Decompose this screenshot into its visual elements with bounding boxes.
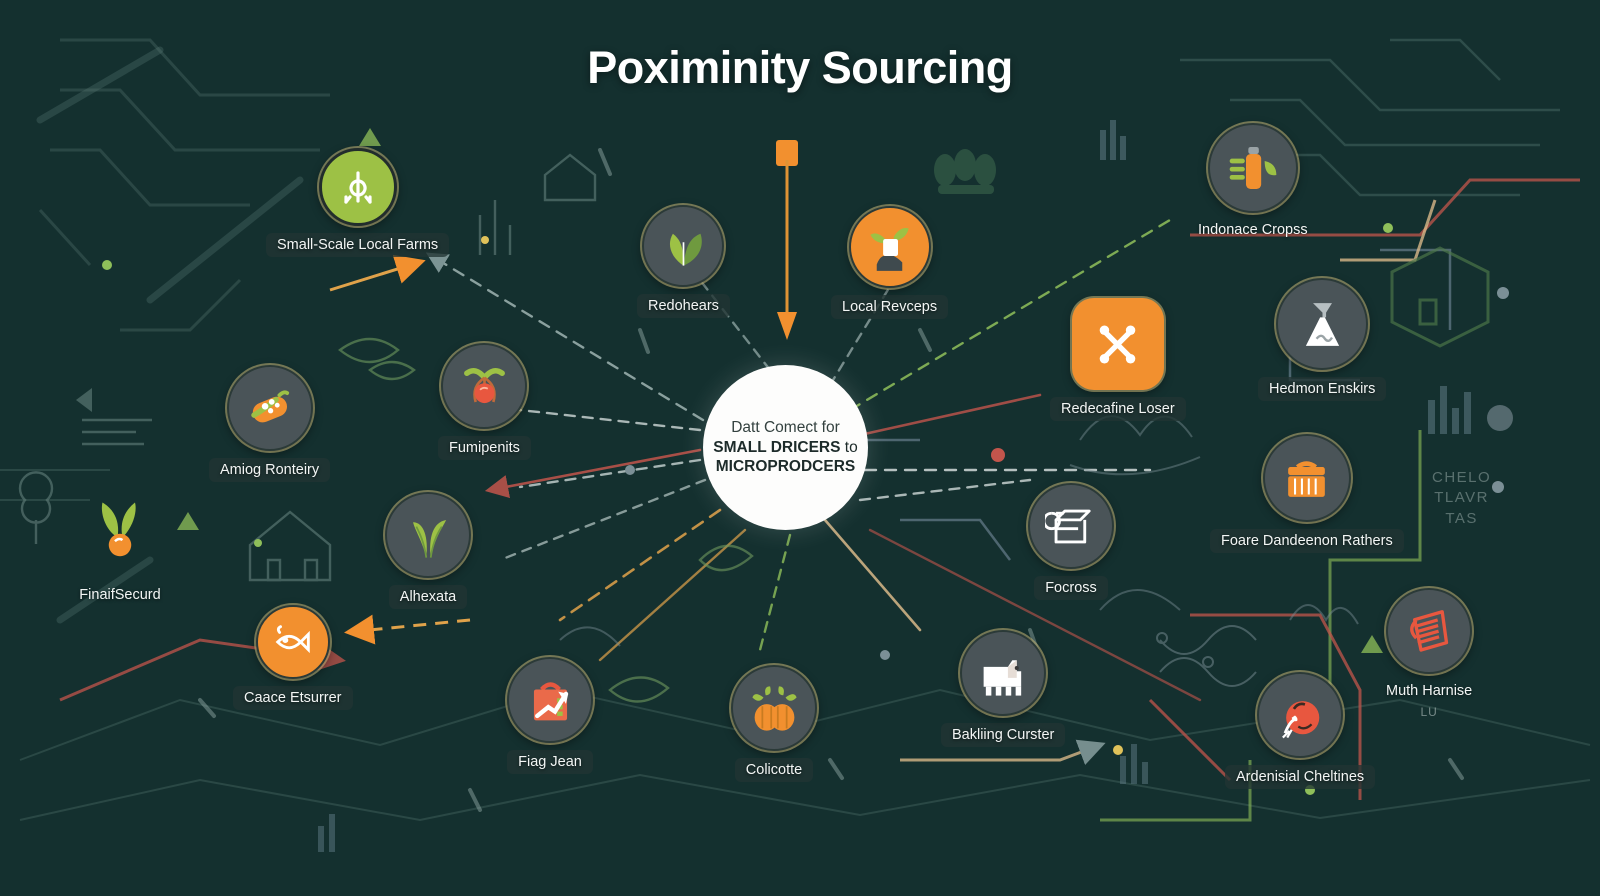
decorative-corner-text: CHELO TLAVR TAS	[1432, 468, 1491, 529]
crate-basket-icon	[1262, 434, 1351, 522]
node-label: Foare Dandeenon Rathers	[1210, 529, 1404, 553]
node-label: FinaifSecurd	[79, 587, 161, 603]
leaf-duo-icon	[385, 492, 471, 578]
node-fiag-jean[interactable]: Fiag Jean	[507, 657, 593, 774]
hub-line-2-strong: SMALL DRICERS	[713, 438, 841, 456]
decorative-text-line-1: CHELO	[1432, 469, 1492, 486]
node-small-scale-local-farms[interactable]: Small-Scale Local Farms	[266, 148, 450, 257]
central-hub: Datt Comect for SMALL DRICERS to MICROPR…	[703, 365, 868, 530]
livestock-icon	[960, 630, 1047, 716]
node-label: Fumipenits	[438, 436, 531, 460]
node-label: Redohears	[637, 294, 730, 318]
tomato-vine-icon	[441, 343, 528, 429]
notebook-icon	[1386, 588, 1473, 674]
market-stall-icon	[1028, 483, 1114, 569]
shopping-bag-growth-icon	[507, 657, 593, 743]
leaf-pair-icon	[642, 205, 725, 287]
page-title: Poximinity Sourcing	[587, 42, 1013, 93]
root-vegetable-icon	[226, 365, 313, 451]
node-sublabel: LU	[1420, 705, 1438, 719]
pumpkin-pair-icon	[731, 665, 817, 751]
bottle-produce-icon	[1207, 123, 1298, 213]
hub-line-3: MICROPRODCERS	[715, 458, 856, 476]
node-label: Fiag Jean	[507, 750, 593, 774]
node-redecafine-loser[interactable]: Redecafine Loser	[1050, 298, 1186, 421]
node-label: Ardenisial Cheltines	[1225, 765, 1376, 789]
node-label: Indonace Cropss	[1198, 222, 1308, 238]
node-focross[interactable]: Focross	[1028, 483, 1114, 600]
sprout-plant-icon	[318, 148, 397, 226]
node-label: Focross	[1034, 576, 1108, 600]
hand-seedling-icon	[848, 206, 931, 288]
tomato-face-icon	[1257, 672, 1344, 758]
fish-icon	[255, 605, 330, 679]
node-redohears[interactable]: Redohears	[637, 205, 730, 318]
carrot-greens-icon	[72, 482, 168, 578]
decorative-text-line-3: TAS	[1445, 509, 1478, 527]
hub-line-2: SMALL DRICERS to	[713, 438, 857, 458]
node-label: Small-Scale Local Farms	[266, 233, 450, 257]
node-ardenisial-cheltines[interactable]: Ardenisial Cheltines	[1225, 672, 1376, 789]
crossed-tools-icon	[1071, 298, 1164, 390]
node-caace-etsurrer[interactable]: Caace Etsurrer	[233, 605, 353, 710]
node-label: Alhexata	[388, 585, 468, 609]
node-label: Muth Harnise	[1386, 683, 1473, 699]
hub-line-2-rest: to	[840, 438, 858, 456]
node-alhexata[interactable]: Alhexata	[385, 492, 471, 609]
node-label: Caace Etsurrer	[233, 686, 353, 710]
node-label: Redecafine Loser	[1050, 397, 1186, 421]
node-label: Amiog Ronteiry	[209, 458, 331, 482]
node-label: Colicotte	[734, 758, 814, 782]
node-colicotte[interactable]: Colicotte	[731, 665, 817, 782]
node-label: Hedmon Enskirs	[1258, 377, 1387, 401]
node-foare-dandeenon-rathers[interactable]: Foare Dandeenon Rathers	[1210, 434, 1404, 553]
node-label: Local Revceps	[831, 295, 949, 319]
flask-funnel-icon	[1276, 278, 1369, 370]
decorative-text-line-2: TLAVR	[1434, 489, 1489, 507]
node-indonace-cropss[interactable]: Indonace Cropss	[1198, 123, 1308, 240]
node-bakliing-curster[interactable]: Bakliing Curster	[941, 630, 1066, 747]
hub-line-1: Datt Comect for	[731, 418, 840, 436]
node-amiog-ronteiry[interactable]: Amiog Ronteiry	[209, 365, 331, 482]
node-finaif-securd[interactable]: FinaifSecurd	[72, 482, 168, 605]
node-hedmon-enskirs[interactable]: Hedmon Enskirs	[1258, 278, 1387, 401]
node-local-revceps[interactable]: Local Revceps	[831, 206, 949, 319]
node-fumipenits[interactable]: Fumipenits	[438, 343, 531, 460]
node-label: Bakliing Curster	[941, 723, 1066, 747]
